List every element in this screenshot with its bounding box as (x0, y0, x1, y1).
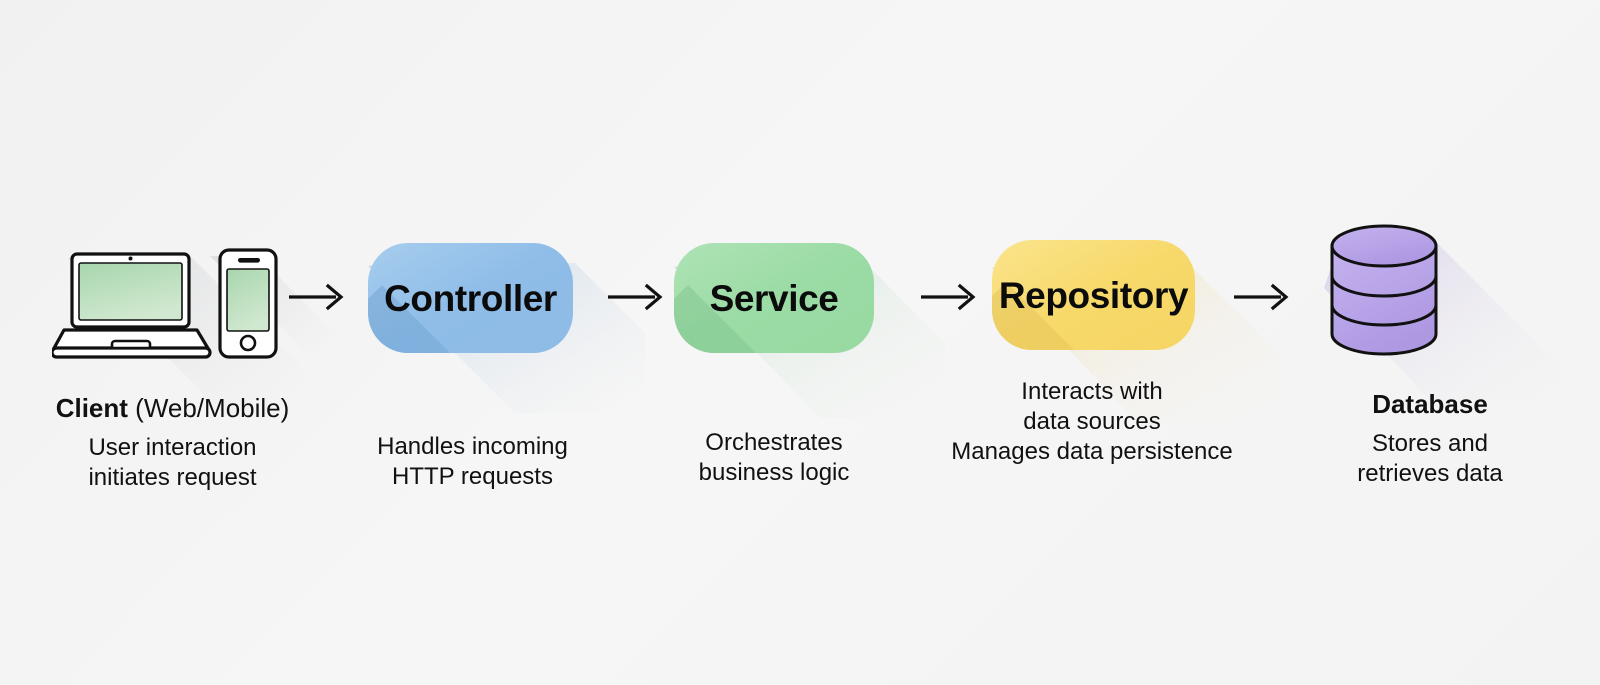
database-desc-line-1: Stores and (1371, 429, 1489, 457)
client-title-regular: (Web/Mobile) (127, 393, 290, 423)
caption-client: Client (Web/Mobile) User interaction ini… (0, 393, 345, 493)
database-desc-line-2: retrieves data (1357, 459, 1503, 487)
caption-repository: Interacts with data sources Manages data… (942, 377, 1242, 468)
client-desc-line-2: initiates request (88, 463, 257, 491)
service-node[interactable]: Service (674, 243, 874, 353)
client-title-bold: Client (55, 393, 128, 423)
caption-service: Orchestrates business logic (640, 428, 908, 488)
database-cylinder-icon (1330, 224, 1438, 356)
stage-database: Database Stores and retrieves data (1300, 0, 1600, 685)
database-title: Database (1280, 389, 1580, 420)
controller-label: Controller (384, 277, 557, 319)
client-title: Client (Web/Mobile) (0, 393, 345, 424)
arrow-repository-to-database (1234, 283, 1289, 311)
arrow-client-to-controller (289, 283, 344, 311)
client-desc-line-1: User interaction (88, 433, 257, 461)
caption-controller: Handles incoming HTTP requests (345, 432, 600, 492)
service-desc-line-2: business logic (698, 459, 850, 487)
arrow-controller-to-service (608, 283, 663, 311)
arrow-service-to-repository (921, 283, 976, 311)
service-label: Service (709, 277, 839, 319)
repository-desc-line-2: data sources (1023, 408, 1161, 436)
stage-repository: Repository Interacts with data sources M… (951, 0, 1280, 685)
stage-client: Client (Web/Mobile) User interaction ini… (0, 0, 360, 685)
repository-desc-line-1: Interacts with (1021, 378, 1163, 405)
caption-database: Database Stores and retrieves data (1280, 389, 1580, 489)
database-title-bold: Database (1372, 389, 1488, 419)
controller-node[interactable]: Controller (368, 243, 573, 353)
controller-desc-line-2: HTTP requests (392, 463, 553, 491)
stage-controller: Controller Handles incoming HTTP request… (345, 0, 645, 685)
repository-node[interactable]: Repository (992, 240, 1195, 350)
repository-label: Repository (998, 274, 1189, 316)
service-desc-line-1: Orchestrates (705, 429, 843, 456)
laptop-and-phone-icon (52, 248, 278, 359)
repository-desc-line-3: Manages data persistence (951, 438, 1233, 466)
stage-service: Service Orchestrates business logic (660, 0, 945, 685)
controller-desc-line-1: Handles incoming (377, 433, 568, 460)
